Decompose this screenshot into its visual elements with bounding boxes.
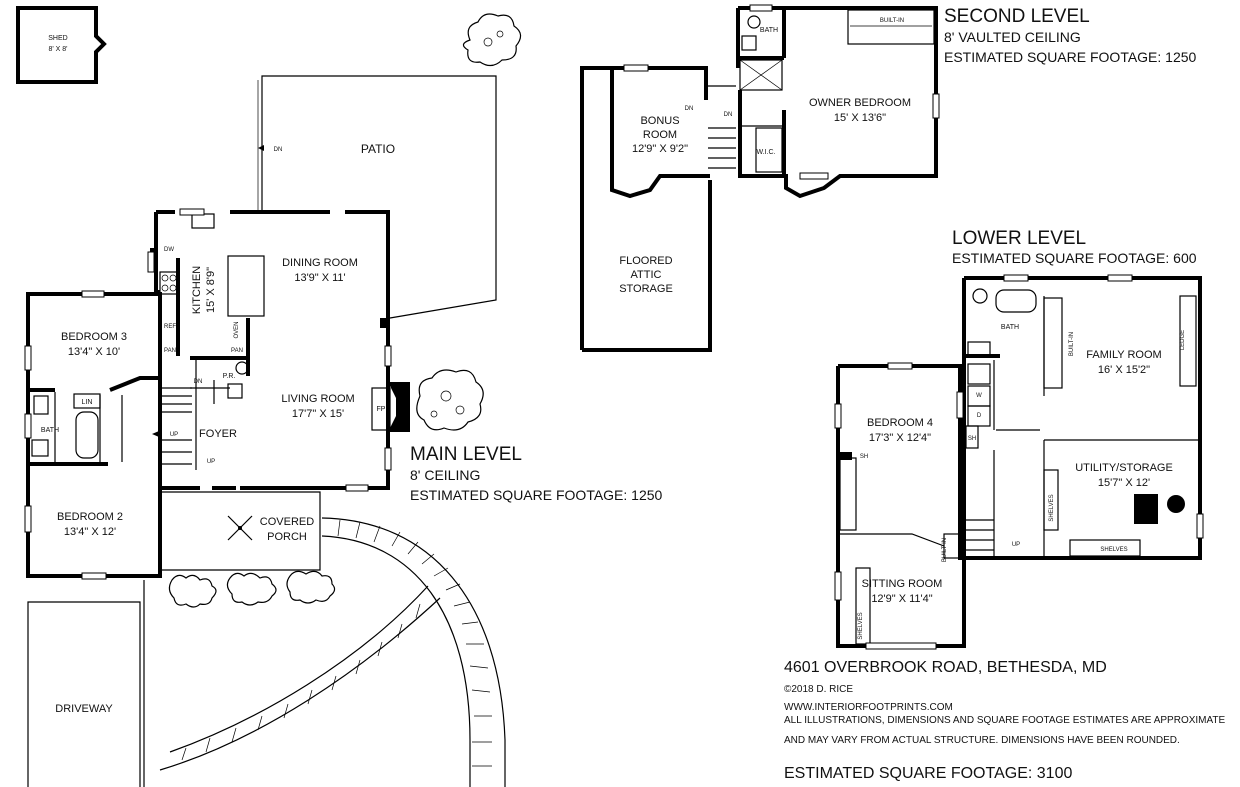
attic-label-3: STORAGE	[619, 283, 673, 295]
shed: SHED 8' X 8'	[16, 6, 107, 84]
total-sqft-text: ESTIMATED SQUARE FOOTAGE: 3100	[784, 765, 1072, 782]
arrow-icon	[258, 145, 264, 151]
bedroom-3-dimensions: 13'4" X 10'	[68, 346, 120, 358]
shower-label-1: SH	[968, 436, 976, 442]
bonus-room-dimensions: 12'9" X 9'2"	[632, 143, 688, 155]
disclaimer-line-1: ALL ILLUSTRATIONS, DIMENSIONS AND SQUARE…	[784, 715, 1226, 726]
bedroom-2-dimensions: 13'4" X 12'	[64, 526, 116, 538]
attic-label-1: FLOORED	[619, 255, 672, 267]
shelves-label-1: SHELVES	[1049, 494, 1055, 521]
stair-up-label-1: UP	[170, 432, 178, 438]
shelves-label-3: SHELVES	[858, 612, 864, 639]
second-level-plan: OWNER BEDROOM 15' X 13'6" BONUS ROOM 12'…	[580, 4, 940, 352]
stair-up-label-2: UP	[207, 459, 215, 465]
oven-label: OVEN	[234, 321, 240, 338]
lower-level-heading: LOWER LEVEL ESTIMATED SQUARE FOOTAGE: 60…	[952, 228, 1197, 266]
patio-label: PATIO	[361, 142, 395, 156]
stone-walkway	[159, 517, 506, 787]
porch-label-line-2: PORCH	[267, 531, 307, 543]
patio: PATIO DN	[257, 75, 497, 319]
ceiling-fan-icon	[227, 515, 253, 541]
dishwasher-label: DW	[164, 247, 174, 253]
second-bath-label: BATH	[760, 27, 778, 34]
bonus-room-label-2: ROOM	[643, 129, 677, 141]
stair-down-label-1: DN	[685, 106, 694, 112]
bedroom-4-dimensions: 17'3" X 12'4"	[869, 432, 931, 444]
copyright-text: ©2018 D. RICE	[784, 684, 853, 695]
second-level-ceiling: 8' VAULTED CEILING	[944, 29, 1081, 45]
tree-top	[462, 13, 522, 67]
family-room-dimensions: 16' X 15'2"	[1098, 364, 1150, 376]
tree-main	[416, 369, 484, 431]
living-room-label: LIVING ROOM	[281, 393, 354, 405]
bedroom-3-label: BEDROOM 3	[61, 331, 127, 343]
built-in-label: BUILT-IN	[880, 18, 904, 24]
owner-bedroom-label: OWNER BEDROOM	[809, 97, 911, 109]
sitting-room-label: SITTING ROOM	[862, 578, 943, 590]
dining-room-dimensions: 13'9" X 11'	[294, 272, 345, 284]
foyer-label: FOYER	[199, 428, 237, 440]
dryer-label: D	[977, 413, 982, 419]
family-room-label: FAMILY ROOM	[1086, 349, 1161, 361]
main-level-ceiling: 8' CEILING	[410, 467, 480, 483]
shelves-label-2: SHELVES	[1100, 547, 1127, 553]
fireplace-label: FP	[377, 406, 386, 413]
website-text: WWW.INTERIORFOOTPRINTS.COM	[784, 702, 953, 713]
main-level-heading: MAIN LEVEL 8' CEILING ESTIMATED SQUARE F…	[410, 444, 663, 503]
covered-porch: COVERED PORCH	[160, 491, 321, 571]
patio-dn-label: DN	[274, 147, 283, 153]
utility-storage-dimensions: 15'7" X 12'	[1098, 477, 1150, 489]
pantry-label-2: PAN	[231, 348, 243, 354]
pantry-label-1: PAN	[164, 348, 176, 354]
address-text: 4601 OVERBROOK ROAD, BETHESDA, MD	[784, 659, 1107, 676]
linen-label: LIN	[82, 399, 93, 406]
second-level-sqft: ESTIMATED SQUARE FOOTAGE: 1250	[944, 49, 1197, 65]
bedroom-4-label: BEDROOM 4	[867, 417, 933, 429]
attic-label-2: ATTIC	[631, 269, 662, 281]
ledge-label: LEDGE	[1180, 330, 1186, 350]
lower-level-plan: FAMILY ROOM 16' X 15'2" BEDROOM 4 17'3" …	[834, 274, 1204, 650]
driveway-label: DRIVEWAY	[55, 703, 113, 715]
owner-bedroom-dimensions: 15' X 13'6"	[834, 112, 886, 124]
powder-room-label: P.R.	[223, 373, 236, 380]
dining-room-label: DINING ROOM	[282, 257, 358, 269]
driveway: DRIVEWAY	[27, 580, 145, 787]
second-level-title: SECOND LEVEL	[944, 6, 1090, 27]
sitting-room-dimensions: 12'9" X 11'4"	[871, 593, 932, 605]
stair-down-label-2: DN	[724, 112, 733, 118]
main-level-title: MAIN LEVEL	[410, 444, 522, 465]
main-level-plan: DINING ROOM 13'9" X 11' KITCHEN 15' X 8'…	[24, 208, 410, 580]
lower-level-sqft: ESTIMATED SQUARE FOOTAGE: 600	[952, 250, 1197, 266]
disclaimer-line-2: AND MAY VARY FROM ACTUAL STRUCTURE. DIME…	[784, 735, 1180, 746]
stair-down-label: DN	[194, 379, 203, 385]
washer-label: W	[976, 393, 982, 399]
kitchen-dimensions: 15' X 8'9"	[205, 267, 217, 313]
walk-in-closet-label: W.I.C.	[756, 149, 775, 156]
refrigerator-label: REF	[164, 324, 176, 330]
lower-level-title: LOWER LEVEL	[952, 228, 1086, 249]
info-block: 4601 OVERBROOK ROAD, BETHESDA, MD ©2018 …	[784, 659, 1226, 782]
bedroom-2-label: BEDROOM 2	[57, 511, 123, 523]
arrow-icon	[152, 431, 159, 437]
living-room-dimensions: 17'7" X 15'	[292, 408, 344, 420]
built-in-label-2: BUILT-IN	[942, 538, 948, 562]
built-in-label-1: BUILT-IN	[1069, 332, 1075, 356]
shed-dimensions: 8' X 8'	[48, 46, 67, 53]
bath-label: BATH	[41, 427, 59, 434]
shower-label-2: SH	[860, 454, 868, 460]
kitchen-label: KITCHEN	[191, 266, 203, 314]
shed-label: SHED	[48, 35, 67, 42]
second-level-heading: SECOND LEVEL 8' VAULTED CEILING ESTIMATE…	[944, 6, 1197, 65]
main-level-sqft: ESTIMATED SQUARE FOOTAGE: 1250	[410, 487, 663, 503]
porch-label-line-1: COVERED	[260, 516, 314, 528]
utility-storage-label: UTILITY/STORAGE	[1075, 462, 1173, 474]
lower-bath-label: BATH	[1001, 324, 1019, 331]
bonus-room-label-1: BONUS	[640, 115, 679, 127]
lower-stair-up-label: UP	[1012, 542, 1020, 548]
shrubs	[168, 570, 336, 608]
